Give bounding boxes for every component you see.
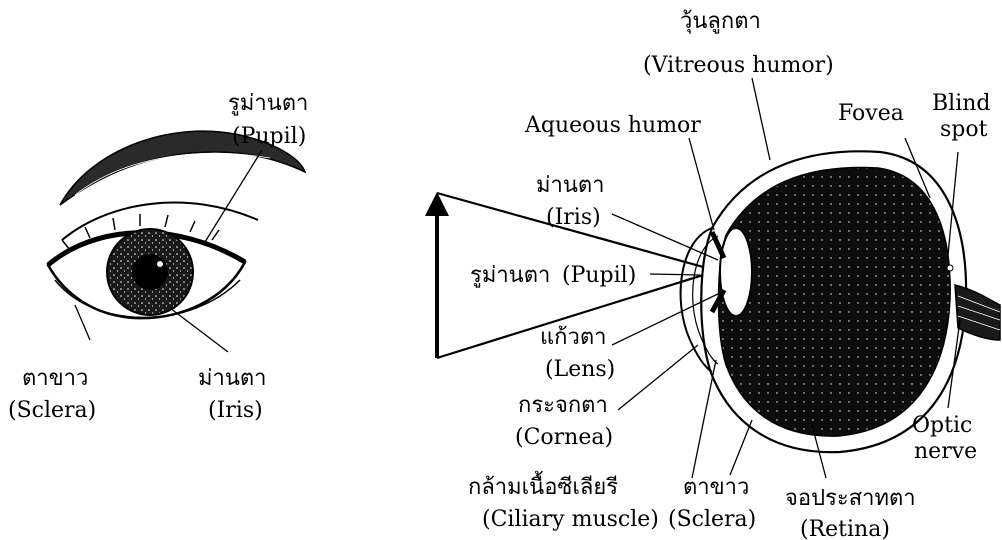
pupil-leader-left [205,150,262,242]
pupil-label-english: (Pupil) [232,124,306,149]
pupil-external [132,254,168,290]
vitreous-label-english: (Vitreous humor) [643,53,834,78]
aqueous-label: Aqueous humor [524,113,701,138]
vitreous-label-thai: วุ้นลูกตา [680,9,761,34]
lens [720,228,752,316]
sclera-leader-left [75,305,90,340]
pupil-leader-right [650,274,700,275]
iris-label-english: (Iris) [208,398,263,423]
iris-leader-right [612,214,718,260]
vitreous-leader [752,78,770,160]
ciliary-label-thai: กล้ามเนื้อซีเลียรี [468,471,618,500]
retina-label-english: (Retina) [800,517,890,540]
sclera-label-english-right: (Sclera) [668,507,756,532]
lens-label-thai: แก้วตา [540,325,607,350]
fovea-label: Fovea [838,101,904,126]
optic-nerve-label-line1: Optic [912,413,972,438]
iris-label-thai: ม่านตา [198,366,267,391]
ciliary-label-english: (Ciliary muscle) [482,507,659,532]
cornea-leader [618,345,698,410]
iris-label-english-right: (Iris) [546,205,601,230]
sclera-label-thai-right: ตาขาว [683,475,749,500]
vitreous-body [719,168,951,437]
pupil-label-english-right: (Pupil) [562,263,636,288]
iris-label-thai-right: ม่านตา [536,173,605,198]
retina-label-thai: จอประสาทตา [785,486,916,511]
external-eye-illustration: รูม่านตา (Pupil) ตาขาว (Sclera) ม่านตา (… [8,91,308,423]
sclera-label-thai: ตาขาว [22,366,88,391]
cornea-label-thai: กระจกตา [518,393,608,418]
cornea-label-english: (Cornea) [515,425,613,450]
sclera-label-english: (Sclera) [8,398,96,423]
ciliary-leader [692,360,716,478]
iris-leader-left [170,308,228,352]
aqueous-leader [689,138,714,230]
optic-nerve-label-line2: nerve [914,439,977,464]
blind-spot-label-line2: spot [940,117,988,142]
sclera-leader-right [730,420,752,475]
blind-spot-label-line1: Blind [932,91,991,116]
pupil-label-thai: รูม่านตา [228,91,308,116]
pupil-label-thai-right: รูม่านตา [470,263,550,288]
eye-cross-section: วุ้นลูกตา (Vitreous humor) Aqueous humor… [425,9,1000,540]
lens-label-english: (Lens) [545,357,615,382]
